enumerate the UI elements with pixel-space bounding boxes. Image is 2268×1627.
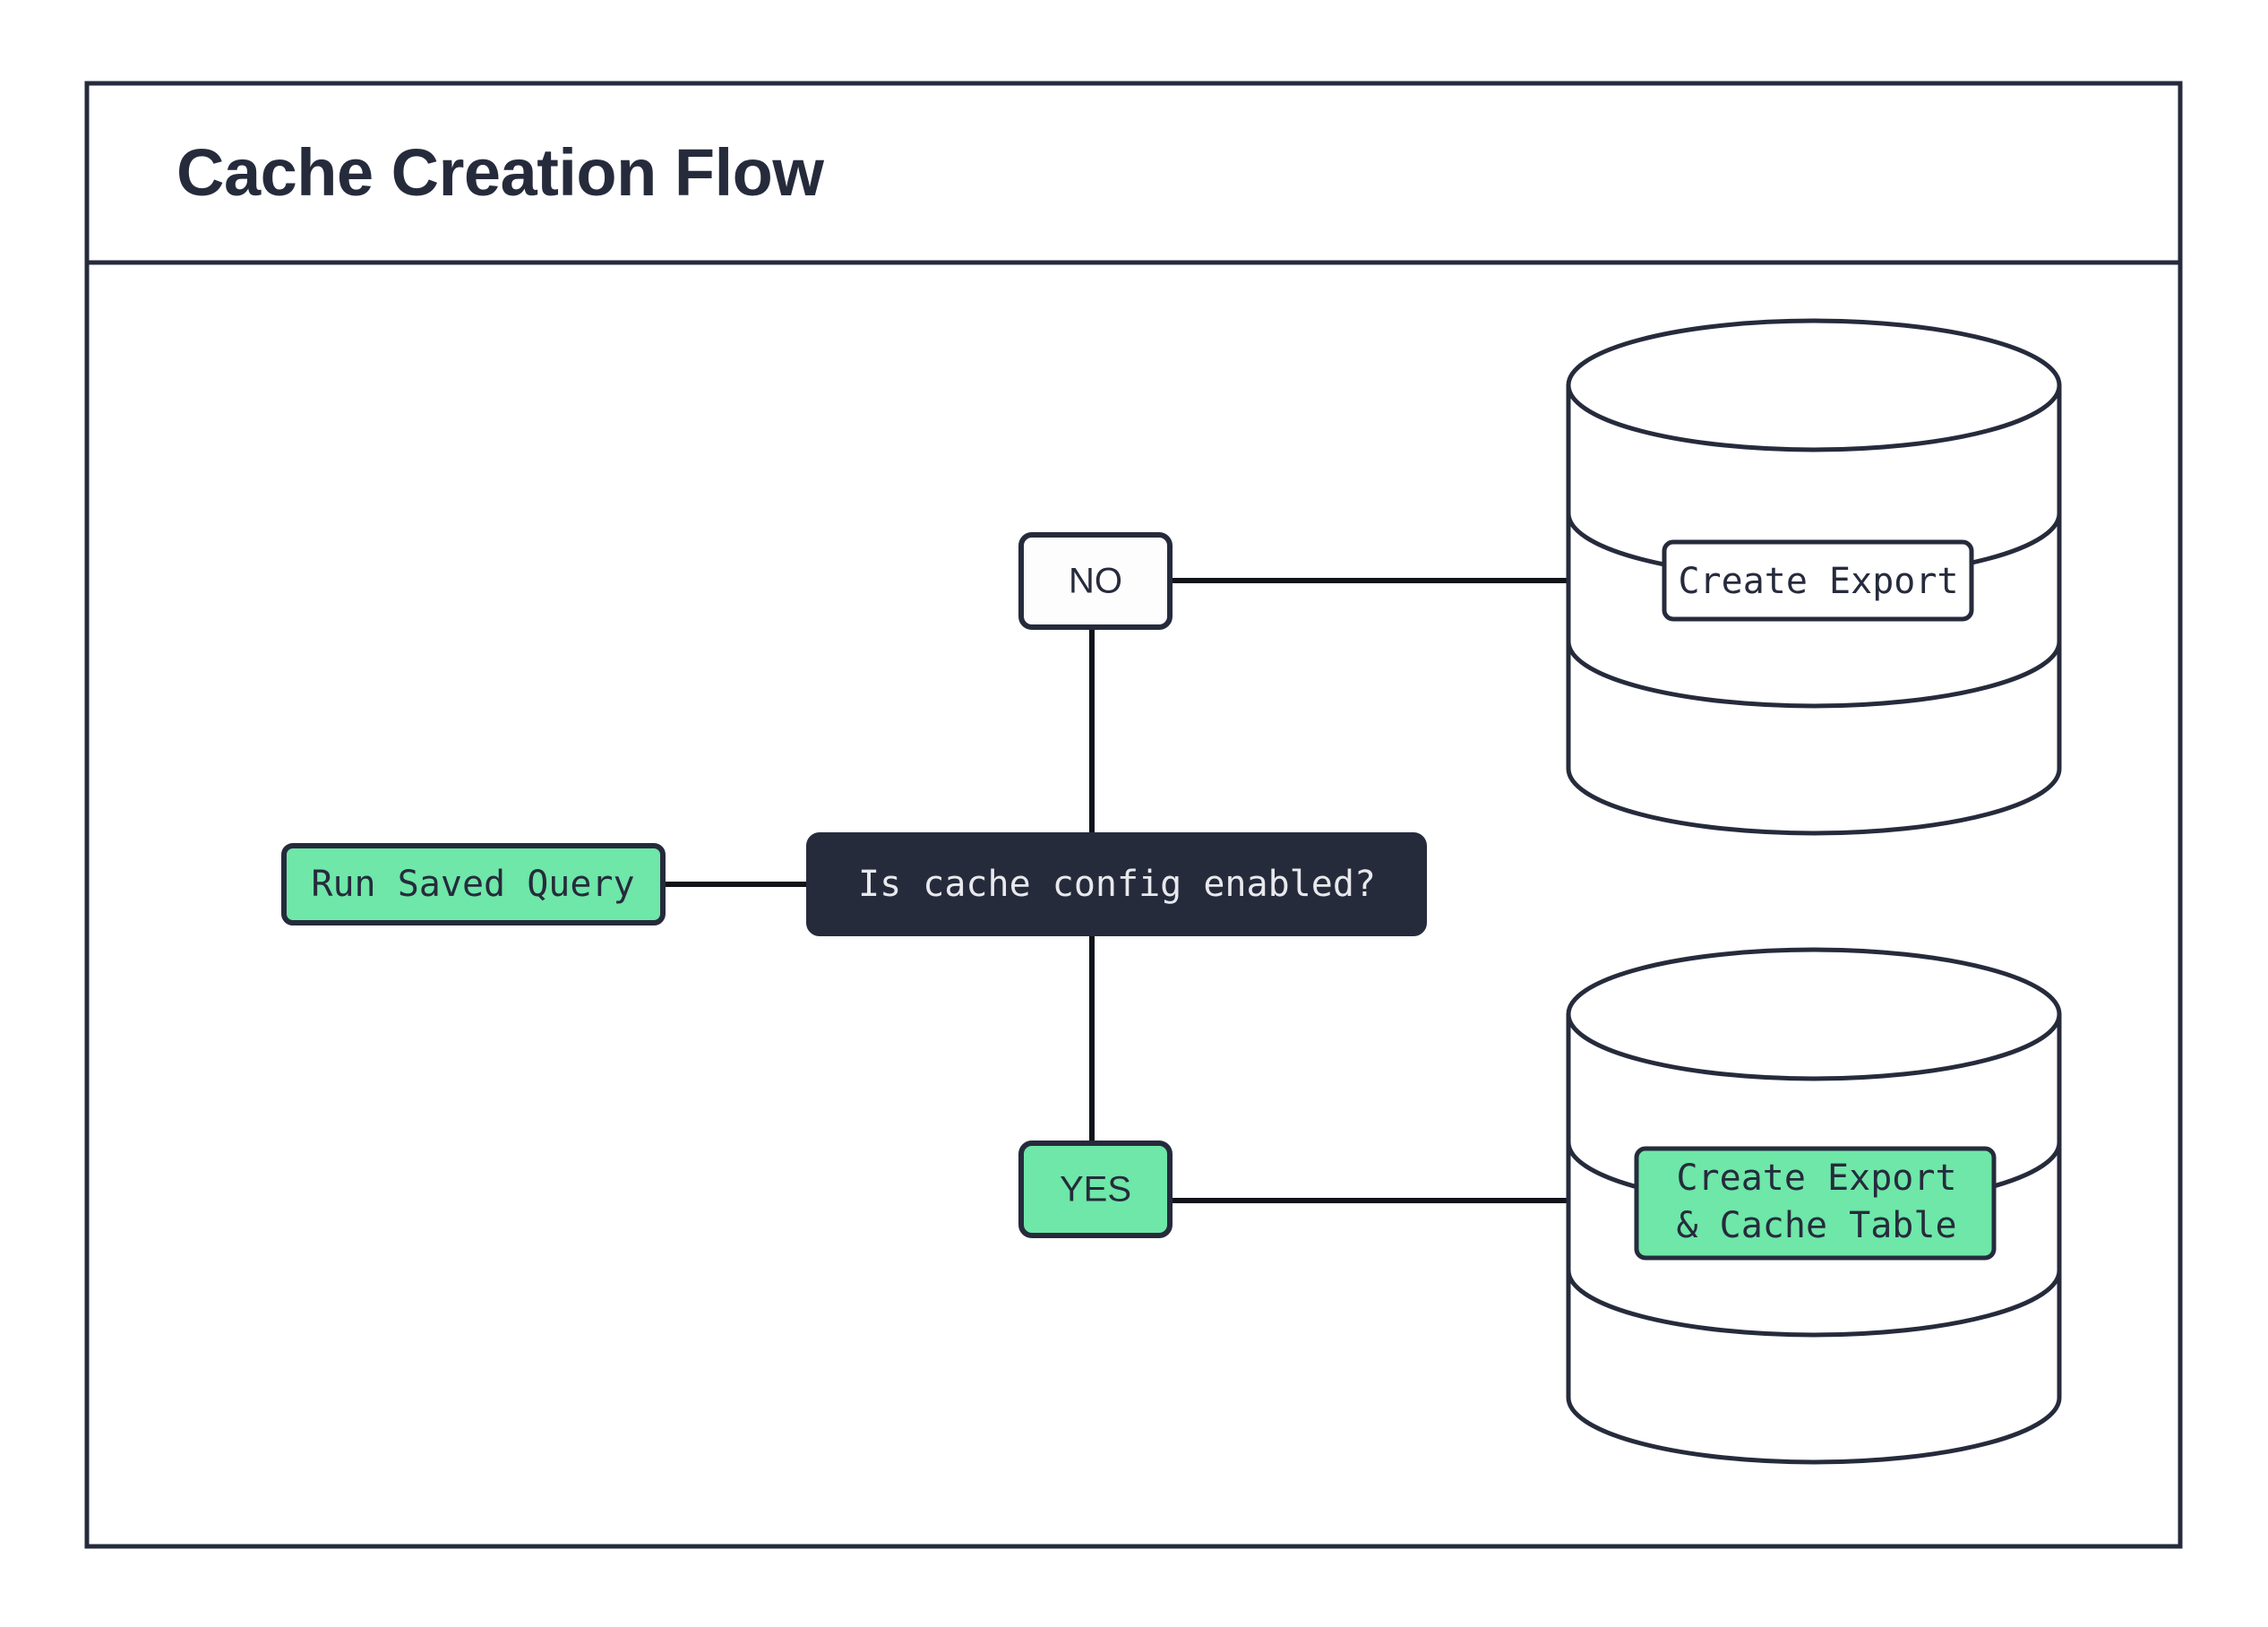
- node-branch-yes-label: YES: [1060, 1170, 1131, 1209]
- node-branch-no-box[interactable]: [1018, 532, 1173, 630]
- database-top-label: Create Export: [1678, 561, 1958, 602]
- database-bottom-label-line1: Create Export: [1676, 1158, 1956, 1199]
- cylinder-band-3: [1566, 1268, 2062, 1338]
- database-cylinder-bottom: Create Export & Cache Table: [1566, 947, 2062, 1465]
- cylinder-band-1: [1566, 1011, 2062, 1081]
- node-is-cache-config-enabled[interactable]: Is cache config enabled?: [806, 832, 1427, 936]
- node-branch-yes[interactable]: YES: [1018, 1141, 1173, 1238]
- node-run-saved-query[interactable]: Run Saved Query: [281, 843, 666, 925]
- database-bottom-label-line2: & Cache Table: [1676, 1205, 1956, 1246]
- node-decision-label: Is cache config enabled?: [858, 864, 1376, 905]
- database-top-label-chip: [1662, 539, 1974, 622]
- database-bottom-label-chip: [1634, 1146, 1997, 1261]
- cylinder-band-3: [1566, 639, 2062, 709]
- node-branch-no[interactable]: NO: [1018, 532, 1173, 630]
- cylinder-band-1: [1566, 383, 2062, 452]
- node-decision-box[interactable]: [806, 832, 1427, 936]
- database-cylinder-top: Create Export: [1566, 318, 2062, 836]
- page-title: Cache Creation Flow: [176, 135, 824, 210]
- node-branch-no-label: NO: [1069, 562, 1122, 601]
- node-run-saved-query-box[interactable]: [281, 843, 666, 925]
- node-branch-yes-box[interactable]: [1018, 1141, 1173, 1238]
- node-run-saved-query-label: Run Saved Query: [311, 864, 634, 905]
